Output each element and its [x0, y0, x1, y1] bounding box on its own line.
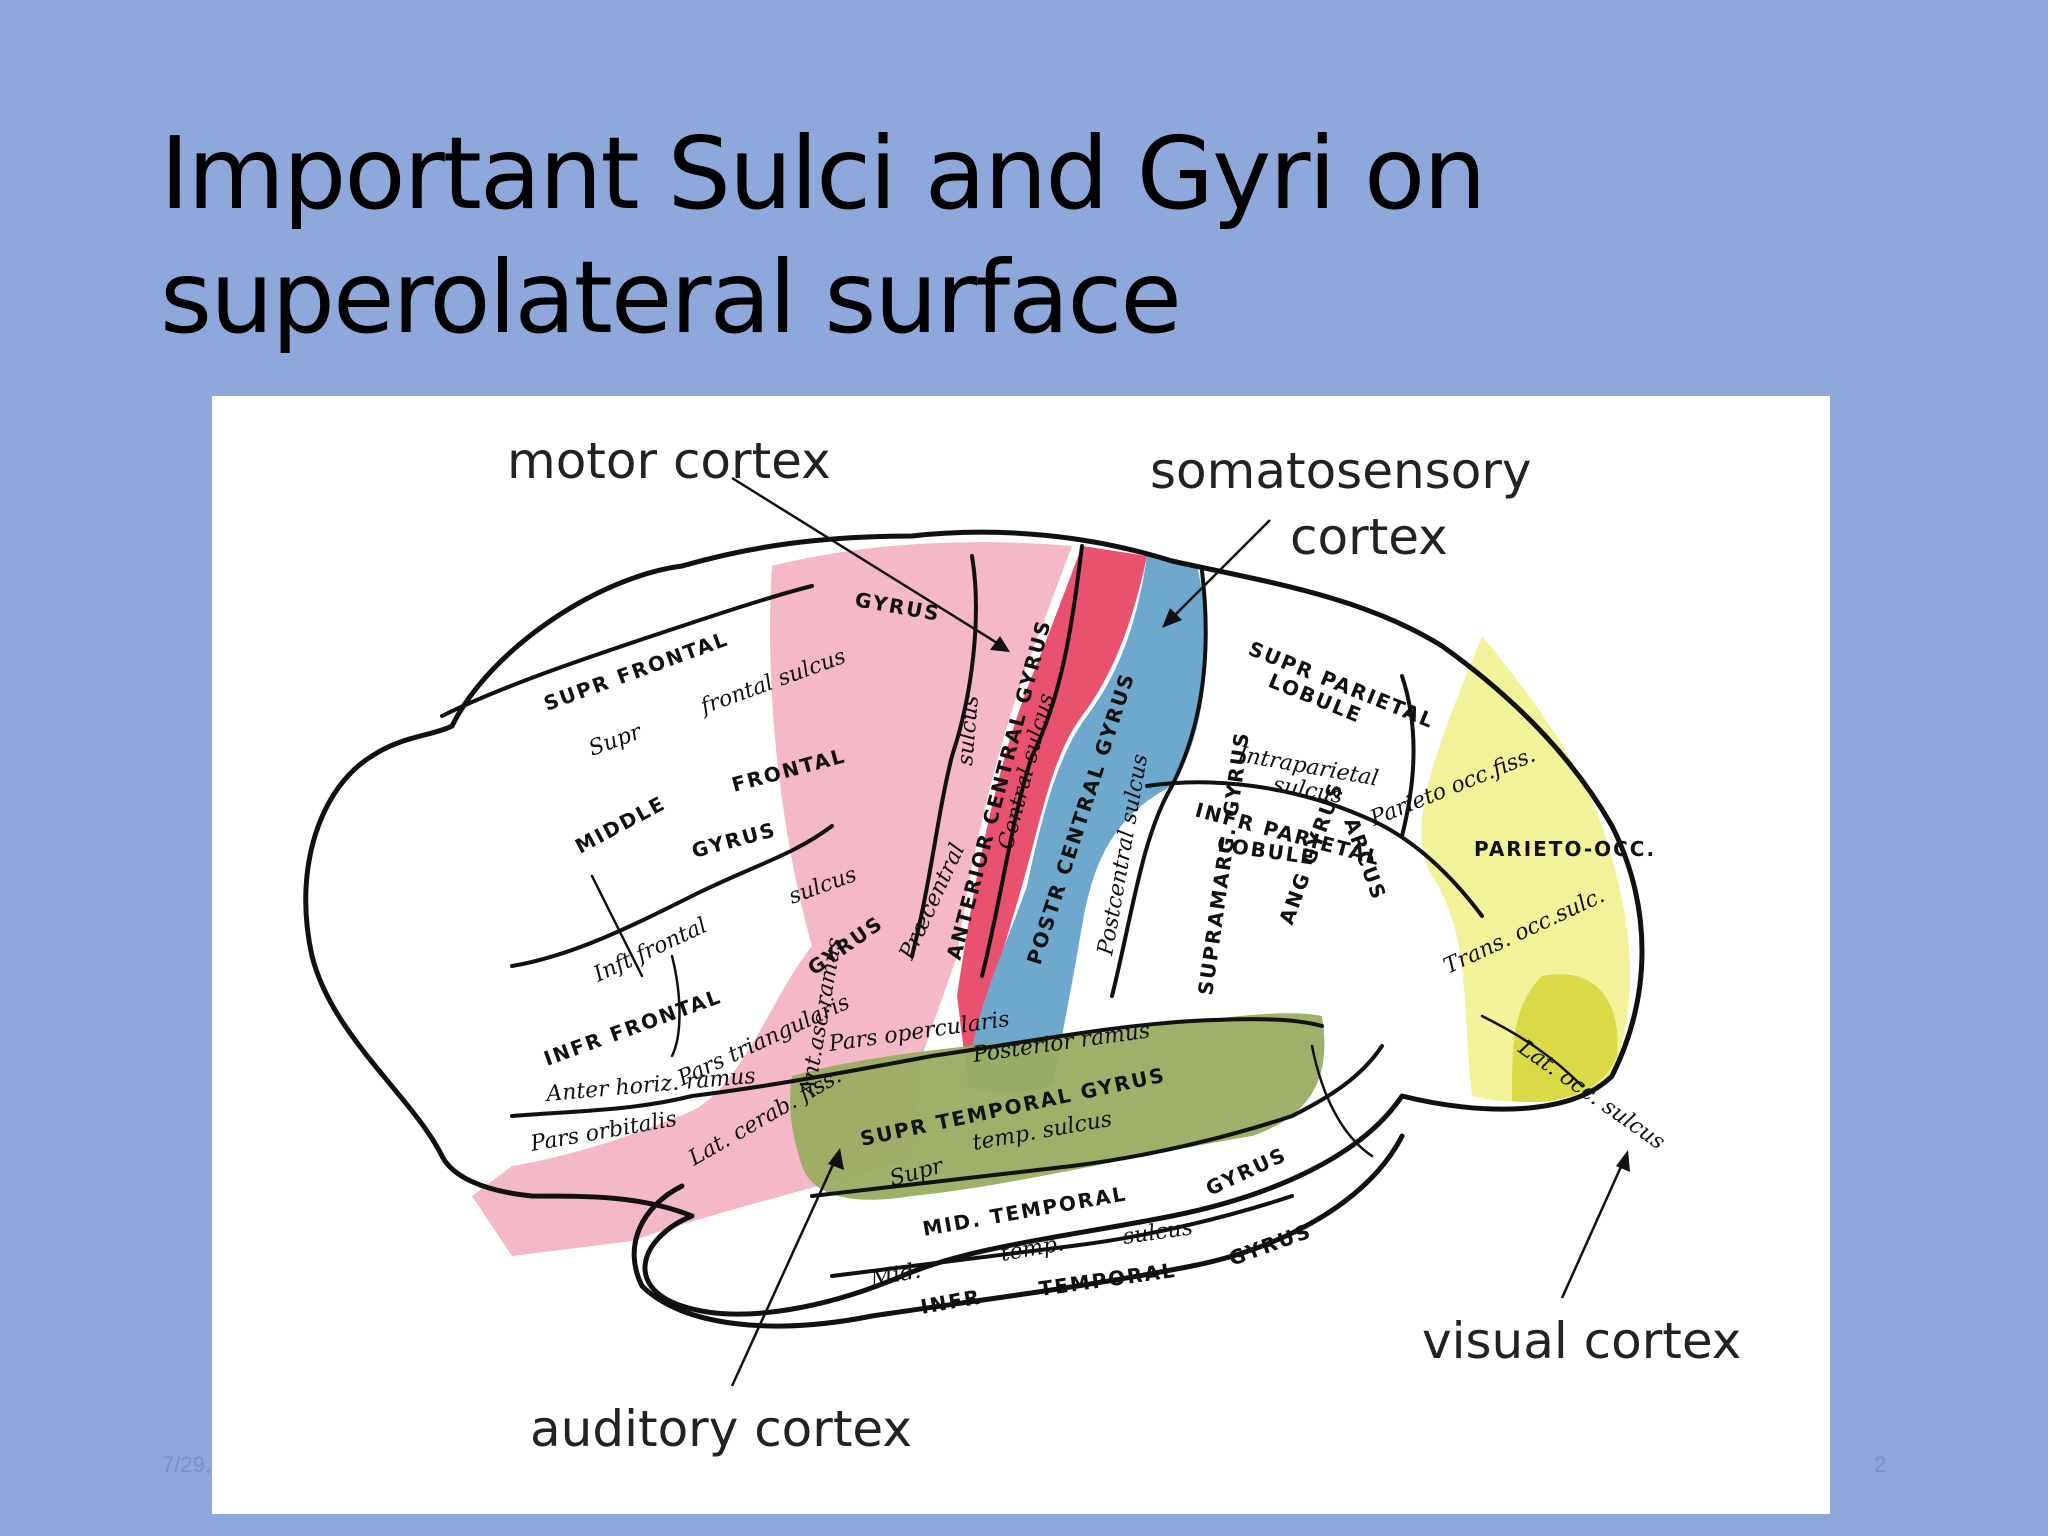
- region-label-infr-temporal-3: GYRUS: [1226, 1219, 1316, 1271]
- region-label-mid-temp-sulcus-1: Mid.: [868, 1258, 923, 1292]
- motor-cortex-label: motor cortex: [507, 432, 831, 490]
- somatosensory-label-line-1: somatosensory: [1150, 442, 1531, 500]
- title-line-1: Important Sulci and Gyri on: [160, 112, 1660, 236]
- brain-diagram-image: motor cortex somatosensory cortex visual…: [212, 396, 1830, 1514]
- slide-footer-date: 7/29,: [162, 1452, 211, 1478]
- region-label-supr-frontal-sulcus-1: Supr: [586, 719, 647, 761]
- region-label-middle-frontal-3: GYRUS: [689, 817, 779, 863]
- region-label-mid-temp-sulcus-3: sulcus: [1121, 1215, 1194, 1250]
- region-label-mid-temporal-gyrus-2: GYRUS: [1202, 1142, 1291, 1200]
- auditory-cortex-label: auditory cortex: [530, 1400, 912, 1458]
- slide-page-number: 2: [1874, 1452, 1886, 1478]
- region-label-parieto-occ: PARIETO-OCC.: [1474, 837, 1656, 861]
- visual-arrowhead: [1616, 1150, 1630, 1172]
- visual-cortex-label: visual cortex: [1422, 1312, 1741, 1370]
- region-label-mid-temp-sulcus-2: temp.: [999, 1231, 1066, 1267]
- region-label-supramarg-gyrus: SUPRAMARG. GYRUS: [1193, 729, 1254, 996]
- somatosensory-label-line-2: cortex: [1290, 508, 1448, 566]
- region-label-middle-frontal-1: MIDDLE: [571, 791, 670, 859]
- region-label-inft-frontal-sulcus-1: Inft frontal: [589, 913, 711, 988]
- visual-arrow: [1562, 1160, 1624, 1298]
- slide-title: Important Sulci and Gyri on superolatera…: [160, 112, 1660, 360]
- brain-diagram: motor cortex somatosensory cortex visual…: [212, 396, 1830, 1514]
- region-label-infr-temporal-2: TEMPORAL: [1037, 1258, 1177, 1301]
- title-line-2: superolateral surface: [160, 236, 1660, 360]
- region-label-infr-temporal-1: INFR: [919, 1285, 983, 1319]
